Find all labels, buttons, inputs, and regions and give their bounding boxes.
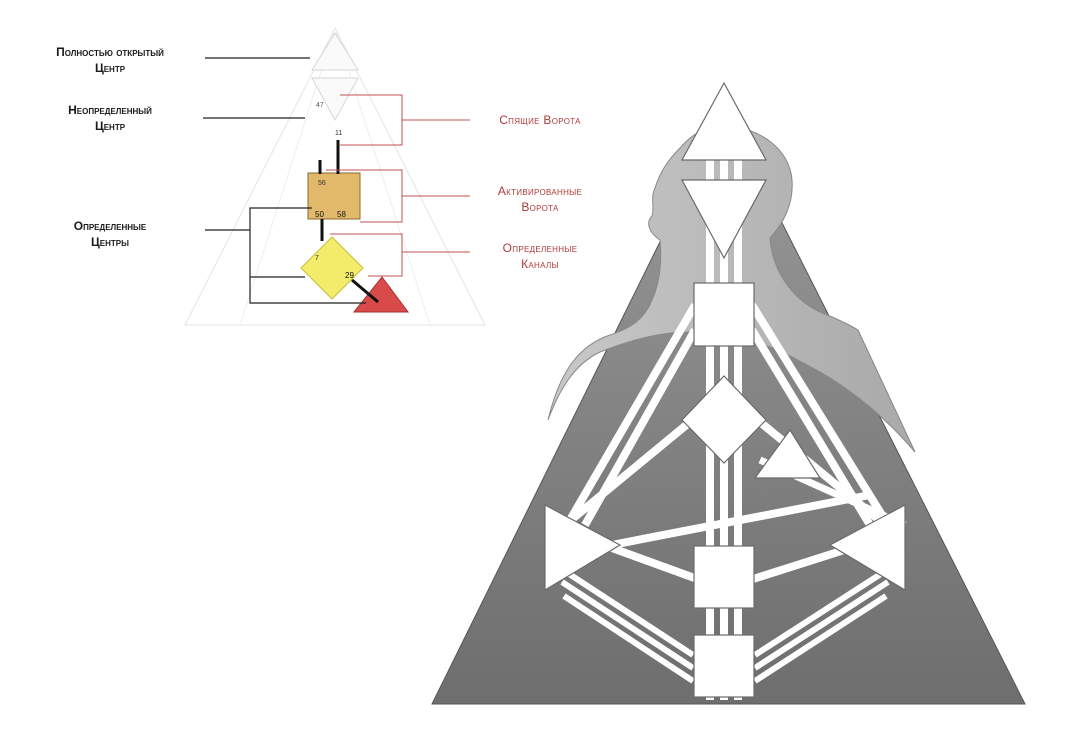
mini-throat-center	[307, 172, 361, 220]
label-dormant-gates: Спящие Ворота	[499, 113, 581, 127]
root-center	[693, 634, 755, 698]
leader-defined-channels	[330, 233, 403, 277]
g-center	[681, 375, 767, 464]
spleen-center	[544, 504, 622, 592]
label-defined-centers: Определенные Центры	[73, 219, 147, 249]
gate-11: 11	[335, 130, 342, 137]
centers	[544, 81, 906, 698]
gate-50: 50	[315, 210, 324, 219]
ajna-center	[680, 179, 768, 260]
label-defined-channels: Определенные Каналы	[502, 241, 578, 271]
mini-bodygraph: 47 11 56 50 58 7 29	[184, 26, 486, 326]
gate-56: 56	[318, 180, 326, 187]
gate-47: 47	[316, 102, 324, 109]
label-undefined-center: Неопределенный Центр	[68, 103, 152, 133]
solar-plexus-center	[828, 504, 906, 592]
throat-center	[693, 282, 755, 347]
sacral-center	[693, 545, 755, 609]
heart-center	[753, 428, 822, 479]
mini-head-center	[311, 32, 359, 71]
gate-58: 58	[337, 210, 346, 219]
mini-g-center	[300, 236, 364, 300]
label-activated-gates: Активированные Ворота	[497, 184, 583, 214]
gate-7: 7	[315, 255, 319, 262]
leader-defined-centers	[205, 207, 312, 231]
mini-ajna-center	[311, 77, 359, 122]
head-center	[680, 81, 768, 161]
mini-background-triangle	[184, 26, 486, 326]
gate-29: 29	[345, 271, 354, 280]
label-open-center: Полностью открытый Центр	[56, 45, 164, 75]
